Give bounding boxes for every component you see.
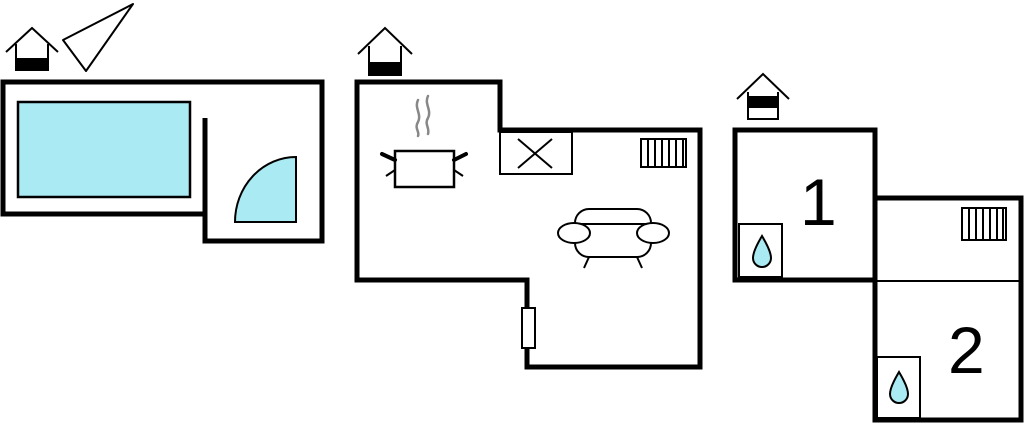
living-area-walls — [354, 79, 703, 370]
house-level-icon — [736, 72, 790, 120]
room-number-2: 2 — [948, 313, 985, 387]
radiator-icon — [640, 138, 687, 168]
sofa-icon — [557, 208, 670, 269]
level-living — [354, 26, 703, 370]
water-drop-icon — [738, 223, 783, 278]
level-pool — [0, 3, 325, 244]
house-level-icon — [5, 26, 59, 71]
house-level-icon — [357, 26, 413, 76]
pool-icon — [16, 100, 192, 199]
fireplace-icon — [499, 131, 573, 175]
bedrooms-walls — [732, 127, 1024, 423]
cooking-pot-icon — [380, 94, 468, 189]
heater-icon — [521, 307, 536, 349]
shower-icon — [233, 155, 297, 223]
north-arrow-icon — [62, 3, 134, 72]
pool-area-walls — [0, 79, 325, 244]
room-number-1: 1 — [800, 165, 837, 239]
water-drop-icon — [876, 356, 921, 419]
level-bedrooms: 1 2 — [732, 72, 1024, 423]
radiator-icon — [961, 207, 1007, 241]
